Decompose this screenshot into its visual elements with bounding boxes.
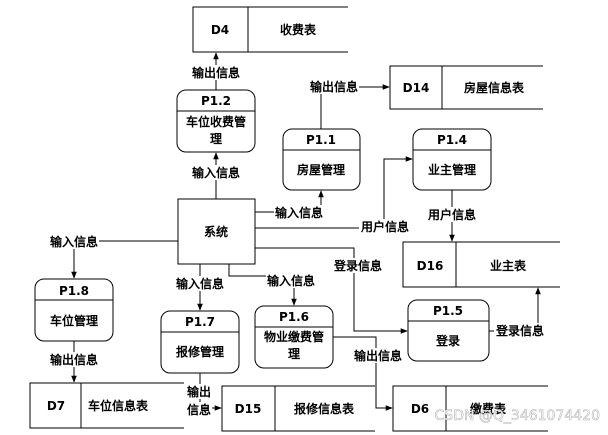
label-background	[174, 276, 226, 291]
flow-p14-to-d16-label: 用户信息	[427, 207, 476, 222]
flow-sys-to-p14-label: 用户信息	[360, 219, 409, 234]
flow-p12-to-d4-label: 输出信息	[192, 65, 240, 80]
label-background	[308, 79, 360, 94]
watermark: CSDN @Q_3461074420	[435, 408, 600, 424]
store-d15-id: D15	[235, 402, 262, 416]
store-d6: D6 缴费表	[392, 385, 548, 432]
process-p1-6: P1.6 物业缴费管 理	[254, 305, 334, 369]
process-p1-6-id: P1.6	[279, 310, 309, 324]
entity-system-label: 系统	[204, 224, 228, 239]
flow-p17-to-d15-label-line1: 输出	[187, 384, 211, 399]
flow-p18-to-d7-label: 输出信息	[50, 352, 98, 367]
store-d7-id: D7	[47, 399, 65, 413]
process-p1-2-name-line2: 理	[210, 132, 222, 146]
process-p1-8: P1.8 车位管理	[34, 278, 114, 342]
label-background	[202, 224, 230, 239]
process-p1-4: P1.4 业主管理	[412, 128, 492, 191]
process-p1-7: P1.7 报修管理	[160, 310, 240, 374]
store-d16-id: D16	[417, 259, 444, 273]
flow-sys-to-p15-label: 登录信息	[333, 258, 382, 273]
label-background	[273, 205, 325, 220]
process-p1-5: P1.5 登录	[407, 299, 490, 362]
process-p1-5-id: P1.5	[433, 304, 463, 318]
store-d4-name: 收费表	[280, 22, 317, 37]
flow-p16-to-d6	[333, 336, 393, 411]
label-background	[358, 219, 411, 234]
store-d7-name: 车位信息表	[88, 398, 149, 413]
process-p1-1-id: P1.1	[306, 133, 336, 147]
process-p1-6-name-line1: 物业缴费管	[264, 329, 324, 344]
process-p1-7-id: P1.7	[185, 315, 215, 329]
flow-sys-to-p17-label: 输入信息	[176, 276, 224, 291]
process-p1-8-name: 车位管理	[50, 313, 98, 328]
label-background	[493, 323, 546, 338]
process-p1-8-id: P1.8	[59, 284, 89, 298]
flow-sys-to-p16-label: 输入信息	[267, 273, 315, 288]
process-p1-5-name: 登录	[435, 333, 460, 348]
flow-p17-to-d15-label-line2: 信息	[187, 402, 211, 417]
store-d16: D16 业主表	[402, 241, 560, 288]
flow-sys-to-p14	[255, 156, 413, 229]
process-p1-2-id: P1.2	[201, 94, 231, 108]
flow-sys-to-p15	[255, 247, 408, 334]
process-p1-4-id: P1.4	[437, 133, 467, 147]
label-background	[185, 384, 213, 399]
label-background	[190, 165, 242, 180]
process-p1-7-name: 报修管理	[176, 344, 224, 359]
store-d15-name: 报修信息表	[294, 401, 355, 416]
flow-sys-to-p16	[228, 264, 297, 306]
label-background	[352, 348, 404, 363]
label-background	[185, 402, 213, 417]
entity-system: 系统	[177, 198, 256, 265]
flow-p11-to-d14-label: 输出信息	[310, 79, 358, 94]
process-p1-4-name: 业主管理	[428, 162, 476, 177]
label-background	[265, 273, 317, 288]
store-d6-name: 缴费表	[470, 401, 507, 416]
store-d14-id: D14	[403, 81, 430, 95]
flow-p15-to-d16-label: 登录信息	[495, 323, 544, 338]
process-p1-1-name: 房屋管理	[297, 162, 345, 177]
store-d15: D15 报修信息表	[221, 385, 375, 432]
flow-p16-to-d6-label: 输出信息	[354, 348, 402, 363]
store-d4: D4 收费表	[192, 6, 348, 53]
store-d14: D14 房屋信息表	[389, 65, 543, 110]
store-d6-id: D6	[411, 402, 429, 416]
process-p1-2-name-line1: 车位收费管	[186, 114, 246, 129]
store-d14-name: 房屋信息表	[464, 80, 525, 95]
label-background	[331, 258, 384, 273]
flow-sys-to-p11-label: 输入信息	[275, 205, 323, 220]
process-p1-1: P1.1 房屋管理	[282, 128, 361, 191]
label-background	[425, 207, 478, 222]
store-d7: D7 车位信息表	[29, 382, 184, 429]
label-background	[48, 234, 100, 249]
store-d16-name: 业主表	[490, 258, 527, 273]
flow-sys-to-p18-label: 输入信息	[50, 234, 98, 249]
process-p1-6-name-line2: 理	[288, 347, 300, 361]
flow-sys-to-p12-label: 输入信息	[192, 165, 240, 180]
label-background	[190, 65, 242, 80]
label-background	[48, 352, 100, 367]
store-d4-id: D4	[211, 23, 229, 37]
process-p1-2: P1.2 车位收费管 理	[176, 89, 256, 153]
